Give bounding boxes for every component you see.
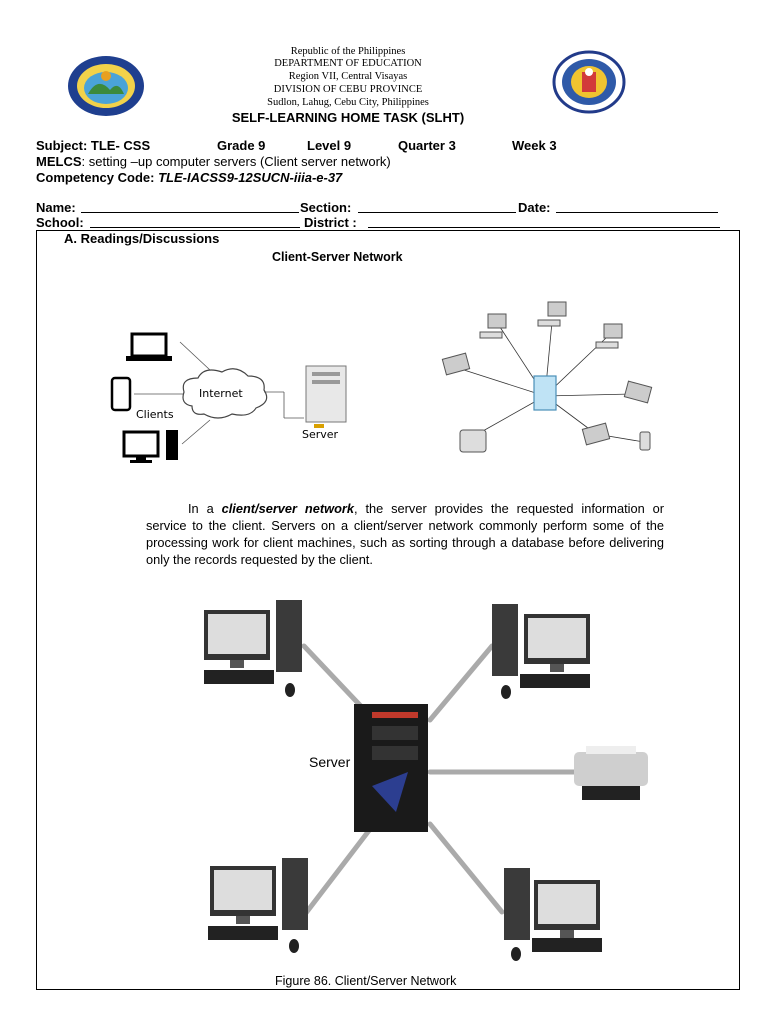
header-line: Republic of the Philippines (290, 46, 406, 57)
server-icon (305, 365, 347, 428)
header-line: Sudlon, Lahug, Cebu City, Philippines (267, 97, 429, 108)
laptop-icon (581, 422, 611, 446)
star-topology-diagram (441, 301, 653, 453)
subject-label: Subject: TLE- CSS (36, 138, 151, 153)
page-title: SELF-LEARNING HOME TASK (SLHT) (231, 110, 465, 125)
section-label: Section: (300, 200, 352, 215)
name-field[interactable] (81, 212, 299, 213)
week-label: Week 3 (512, 138, 557, 153)
name-label: Name: (36, 200, 76, 215)
date-label: Date: (518, 200, 551, 215)
workstation-icon (492, 604, 590, 699)
intro-paragraph: In a client/server network, the server p… (146, 500, 664, 568)
server-label: Server (302, 428, 339, 441)
internet-cloud-icon (182, 368, 268, 419)
figure-caption: Figure 86. Client/Server Network (275, 974, 457, 988)
figure-title: Client-Server Network (272, 250, 403, 264)
level-label: Level 9 (307, 138, 352, 153)
content-box (36, 230, 740, 990)
computer-icon (595, 323, 623, 349)
paragraph-intro: In a (188, 501, 222, 516)
melcs-label: MELCS (36, 154, 82, 169)
competency-code: TLE-IACSS9-12SUCN-iiia-e-37 (158, 170, 343, 185)
competency-row: Competency Code: TLE-IACSS9-12SUCN-iiia-… (36, 170, 342, 185)
tablet-icon (110, 376, 132, 412)
grade-label: Grade 9 (217, 138, 266, 153)
quarter-label: Quarter 3 (398, 138, 456, 153)
client-server-diagram (110, 332, 347, 463)
computer-icon (479, 313, 507, 339)
desktop-icon (122, 430, 178, 463)
date-field[interactable] (556, 212, 718, 213)
hub-server-icon (533, 375, 557, 411)
school-field[interactable] (90, 227, 300, 228)
workstation-icon (504, 868, 602, 961)
district-field[interactable] (368, 227, 720, 228)
section-field[interactable] (358, 212, 516, 213)
header-line: DEPARTMENT OF EDUCATION (274, 58, 422, 69)
internet-label: Internet (199, 387, 243, 400)
deped-seal (552, 50, 626, 114)
computer-icon (537, 301, 567, 327)
clients-label: Clients (136, 408, 174, 421)
competency-label: Competency Code: (36, 170, 159, 185)
school-label: School: (36, 215, 84, 230)
phone-icon (639, 431, 651, 451)
printer-icon (459, 429, 487, 453)
figure-server-label: Server (309, 754, 351, 770)
printer-icon (574, 746, 648, 800)
workstation-icon (204, 600, 302, 697)
melcs-row: MELCS: setting –up computer servers (Cli… (36, 154, 391, 169)
section-heading: A. Readings/Discussions (64, 231, 220, 246)
paragraph-term: client/server network (221, 501, 354, 516)
melcs-text: : setting –up computer servers (Client s… (81, 154, 391, 169)
header-line: Region VII, Central Visayas (288, 71, 408, 82)
division-logo (68, 56, 144, 116)
workstation-icon (208, 858, 308, 953)
figure-86-diagram (204, 600, 648, 961)
laptop-icon (623, 380, 653, 404)
server-tower-icon (354, 704, 428, 832)
laptop-icon (126, 332, 172, 361)
header-line: DIVISION OF CEBU PROVINCE (273, 84, 423, 95)
paragraph-body: , the server provides the requested info… (146, 501, 665, 567)
laptop-icon (441, 352, 471, 376)
district-label: District : (304, 215, 357, 230)
